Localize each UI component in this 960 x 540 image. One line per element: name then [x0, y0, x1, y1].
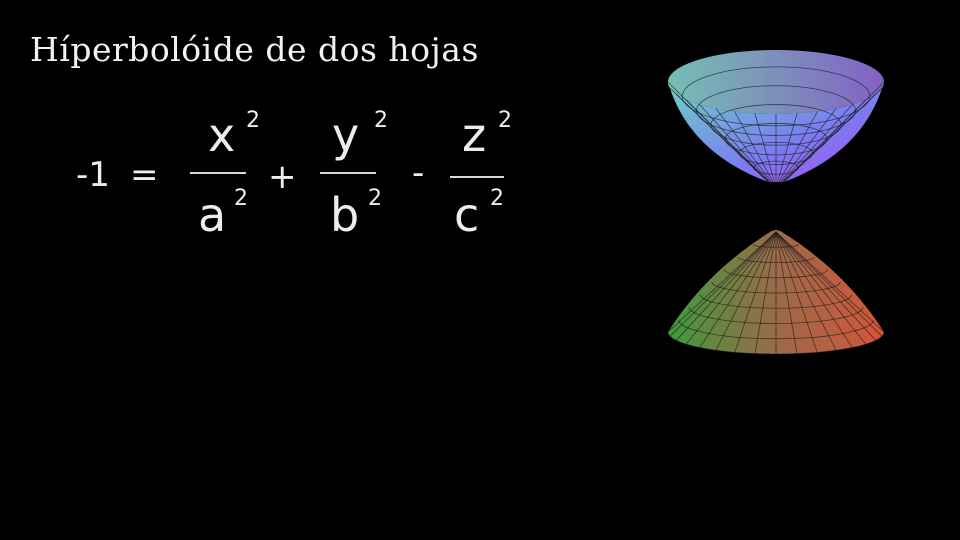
upper-meridian [783, 81, 885, 183]
x-exponent: 2 [246, 108, 260, 133]
lower-parallel [737, 256, 815, 263]
hyperboloid-surface-illustration [667, 50, 885, 355]
lower-parallel [752, 244, 800, 248]
plus-sign: + [268, 157, 297, 197]
lower-meridian [669, 231, 777, 337]
y-exponent: 2 [374, 108, 388, 133]
minus-sign: - [412, 153, 425, 193]
c-denominator: c [454, 188, 480, 242]
page-title: Híperbolóide de dos hojas [30, 30, 479, 69]
lower-parallel [711, 281, 841, 294]
lower-parallel [723, 269, 829, 279]
equals-sign: = [130, 155, 159, 195]
lower-parallel [667, 331, 885, 355]
hyperboloid-equation: -1 = x 2 a 2 + y 2 b 2 - z 2 c 2 [0, 0, 620, 260]
upper-parallel [681, 66, 871, 127]
lower-parallel [688, 306, 864, 324]
fraction-bar-y [320, 172, 376, 174]
lower-meridian [667, 231, 777, 333]
upper-parallel [710, 104, 842, 146]
fraction-bar-x [190, 172, 246, 174]
upper-parallel [724, 123, 828, 156]
upper-meridian [754, 113, 775, 183]
z-numerator: z [462, 108, 487, 162]
lower-meridian [775, 231, 837, 351]
lower-parallel [699, 294, 853, 309]
upper-parallel [753, 160, 799, 175]
fraction-bar-z [450, 176, 504, 178]
a-denominator: a [198, 188, 227, 242]
lower-sheet [667, 230, 885, 355]
x-numerator: x [208, 108, 236, 162]
lower-meridian [775, 231, 885, 333]
lower-parallel [677, 319, 875, 340]
equation-lhs: -1 [76, 155, 110, 195]
a-exponent: 2 [234, 186, 248, 211]
c-exponent: 2 [490, 186, 504, 211]
lower-meridian [775, 231, 867, 345]
upper-parallel [739, 141, 813, 165]
lower-meridian [675, 231, 777, 341]
lower-meridian [699, 231, 777, 348]
b-exponent: 2 [368, 186, 382, 211]
lower-meridian [715, 231, 777, 351]
upper-meridian [777, 113, 798, 183]
upper-sheet [667, 50, 885, 183]
lower-meridian [775, 231, 877, 341]
lower-meridian [685, 231, 777, 345]
lower-meridian [775, 231, 853, 348]
z-exponent: 2 [498, 108, 512, 133]
lower-meridian [775, 231, 883, 337]
b-denominator: b [330, 188, 360, 242]
upper-parallel [696, 85, 856, 136]
y-numerator: y [332, 108, 360, 162]
upper-sheet-rim [668, 50, 884, 114]
